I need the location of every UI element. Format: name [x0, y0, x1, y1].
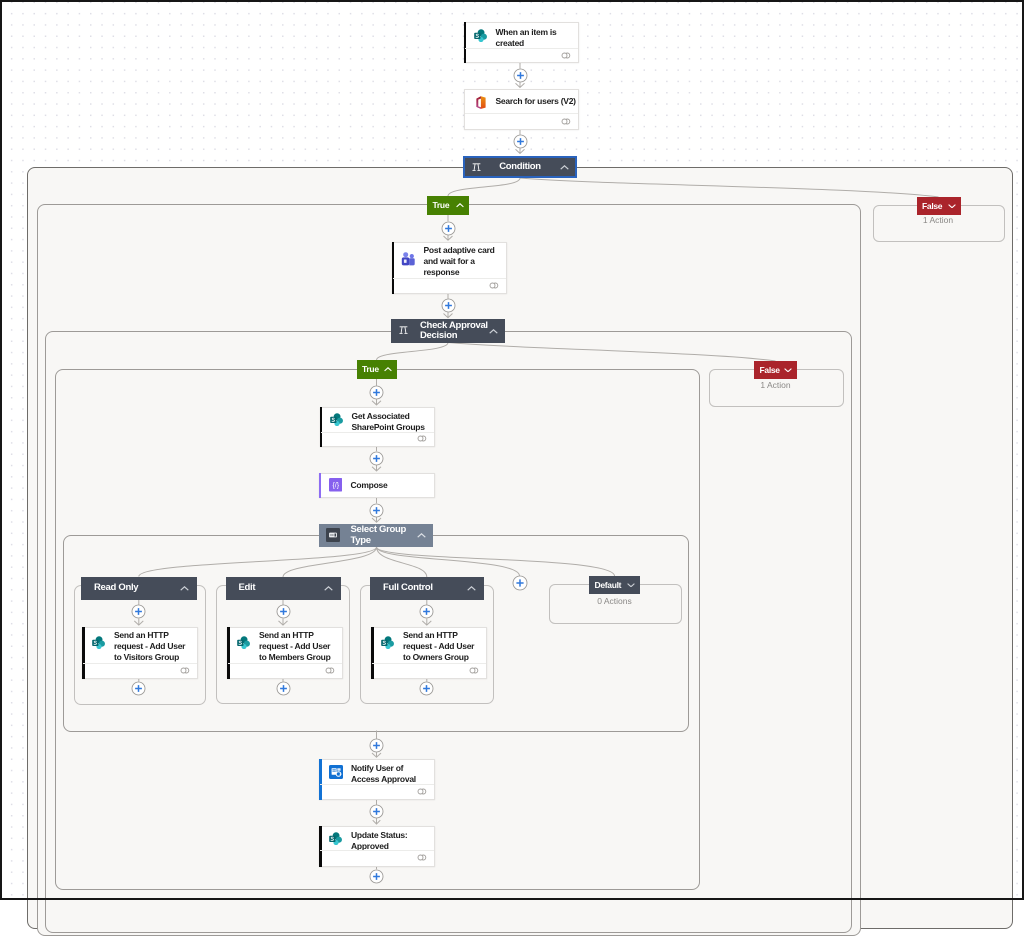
svg-text:{/}: {/}	[332, 483, 339, 490]
